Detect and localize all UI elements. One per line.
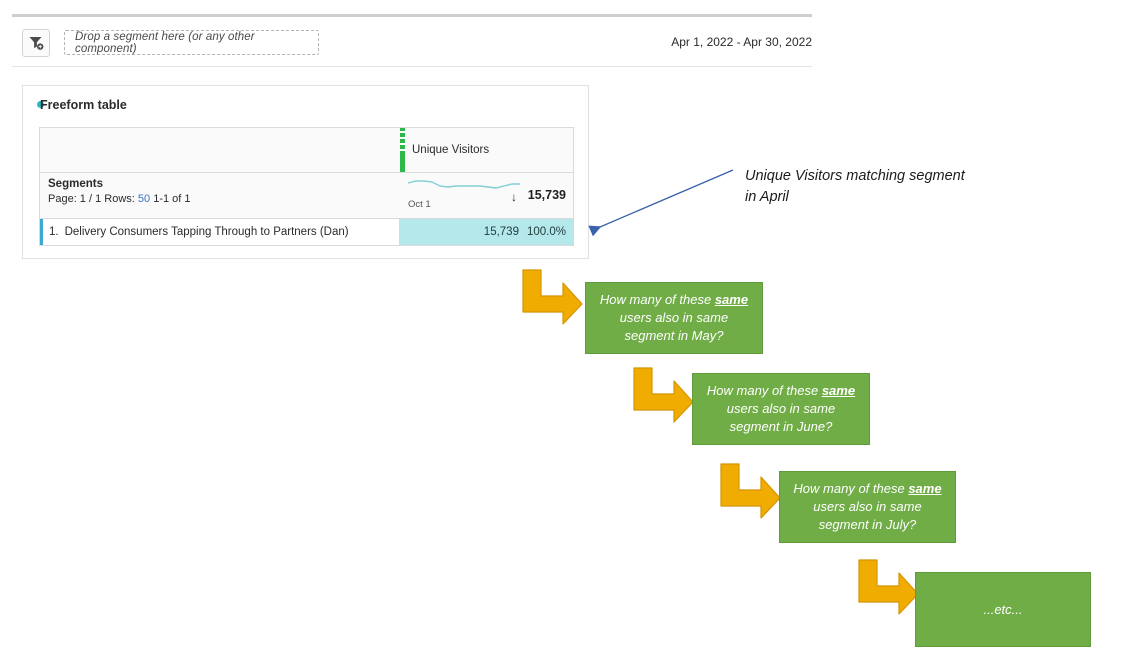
table-row[interactable]: 1. Delivery Consumers Tapping Through to… [40, 219, 573, 245]
table-row-rank: 1. [49, 226, 59, 238]
table-header-metric-cell[interactable]: Unique Visitors [400, 128, 573, 172]
flow-box-may: How many of these same users also in sam… [585, 282, 763, 354]
flow-box-june-line1-pre: How many of these [706, 383, 822, 398]
flow-box-june-line2: users also in same [726, 401, 836, 416]
flow-box-june-line3: segment in June? [729, 419, 833, 434]
table-header-row: Unique Visitors [40, 128, 573, 173]
flow-box-may-line3: segment in May? [624, 328, 724, 343]
table-header-dimension-cell [40, 128, 400, 172]
dimension-summary-cell: Segments Page: 1 / 1 Rows: 50 1-1 of 1 [40, 173, 400, 218]
table-row-name[interactable]: Delivery Consumers Tapping Through to Pa… [64, 226, 349, 238]
table-row-dimension-cell[interactable]: 1. Delivery Consumers Tapping Through to… [43, 219, 400, 245]
flow-box-july-line1-emphasis: same [908, 481, 942, 496]
top-divider [12, 14, 812, 17]
flow-box-may-line2: users also in same [619, 310, 729, 325]
pager-prefix: Page: 1 / 1 Rows: [48, 193, 135, 205]
header-divider [12, 66, 812, 67]
flow-arrow-4-icon [858, 559, 919, 615]
metric-total-value: 15,739 [527, 188, 566, 202]
panel-status-dot [37, 101, 44, 108]
freeform-table: Unique Visitors Segments Page: 1 / 1 Row… [39, 127, 574, 246]
flow-box-etc-label: ...etc... [983, 601, 1023, 617]
pager-suffix: 1-1 of 1 [153, 193, 191, 205]
flow-box-july-line3: segment in July? [818, 517, 917, 532]
filter-add-icon [29, 37, 44, 50]
flow-box-june: How many of these same users also in sam… [692, 373, 870, 445]
pager-rows-value[interactable]: 50 [137, 193, 151, 205]
pager: Page: 1 / 1 Rows: 50 1-1 of 1 [48, 191, 400, 207]
flow-box-may-line1-emphasis: same [714, 292, 749, 307]
segment-dropzone-placeholder: Drop a segment here (or any other compon… [75, 30, 255, 55]
flow-box-etc: ...etc... [915, 572, 1091, 647]
flow-box-july-line2: users also in same [813, 499, 922, 514]
flow-box-june-line1-emphasis: same [821, 383, 856, 398]
sort-direction-icon[interactable]: ↓ [511, 190, 517, 204]
table-row-percent: 100.0% [526, 226, 566, 238]
callout-label: Unique Visitors matching segment in Apri… [745, 168, 965, 205]
table-summary-row: Segments Page: 1 / 1 Rows: 50 1-1 of 1 O… [40, 173, 573, 219]
flow-box-july-line1-pre: How many of these [793, 481, 909, 496]
table-row-metric-cell[interactable]: 15,739 100.0% [400, 219, 573, 245]
metric-summary-cell: Oct 1 ↓ 15,739 [400, 173, 573, 218]
metric-header-label: Unique Visitors [412, 144, 490, 156]
date-range-label[interactable]: Apr 1, 2022 - Apr 30, 2022 [671, 35, 812, 49]
flow-box-july: How many of these same users also in sam… [779, 471, 956, 543]
dimension-label: Segments [48, 178, 103, 190]
flow-arrow-1-icon [522, 269, 583, 325]
flow-arrow-2-icon [633, 367, 694, 423]
sparkline-axis-label: Oct 1 [408, 199, 431, 210]
page-title: Freeform table [40, 98, 127, 112]
callout-arrow-icon [588, 169, 734, 237]
metric-color-bar [400, 128, 405, 172]
flow-arrow-3-icon [720, 463, 781, 519]
table-row-value: 15,739 [483, 226, 519, 238]
filter-add-button[interactable] [22, 29, 50, 57]
sparkline-chart [407, 180, 520, 189]
segment-dropzone[interactable]: Drop a segment here (or any other compon… [64, 30, 319, 55]
flow-box-may-line1-pre: How many of these [599, 292, 715, 307]
